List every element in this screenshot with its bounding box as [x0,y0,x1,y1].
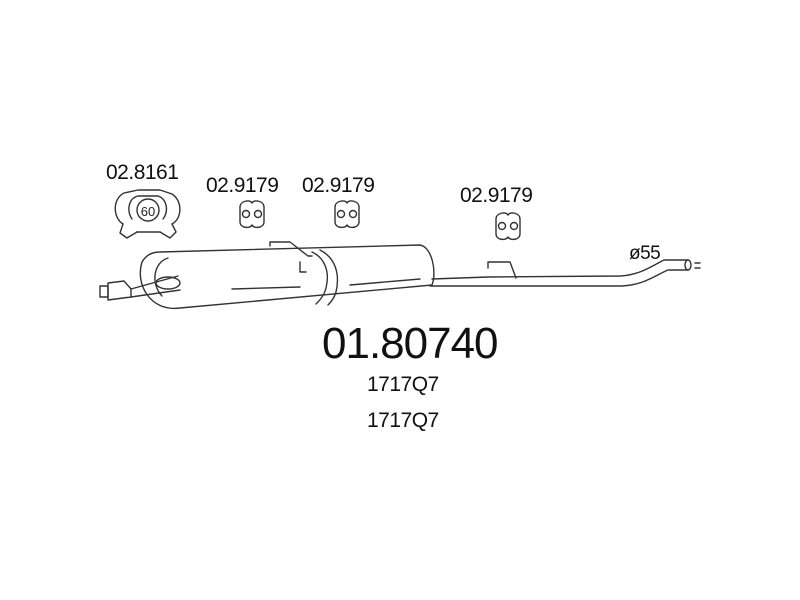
rubber-hanger-icon [334,200,360,229]
rubber-hanger-icon [495,212,521,241]
part-number-clamp: 02.8161 [106,161,179,184]
part-number-hanger-3: 02.9179 [460,184,533,207]
oe-number-2: 1717Q7 [367,409,439,432]
tail-pipe [429,259,701,287]
main-part-number: 01.80740 [322,319,499,368]
clamp-size-label: 60 [141,204,155,219]
inlet-pipe [99,275,181,301]
pipe-diameter-label: ø55 [629,243,661,264]
muffler-hanger-bracket [269,241,313,273]
muffler-body [139,244,435,309]
rubber-hanger-icon [239,200,265,229]
part-number-hanger-2: 02.9179 [302,174,375,197]
exhaust-clamp-icon [114,189,181,239]
part-number-hanger-1: 02.9179 [206,174,279,197]
oe-number-1: 1717Q7 [367,373,439,396]
